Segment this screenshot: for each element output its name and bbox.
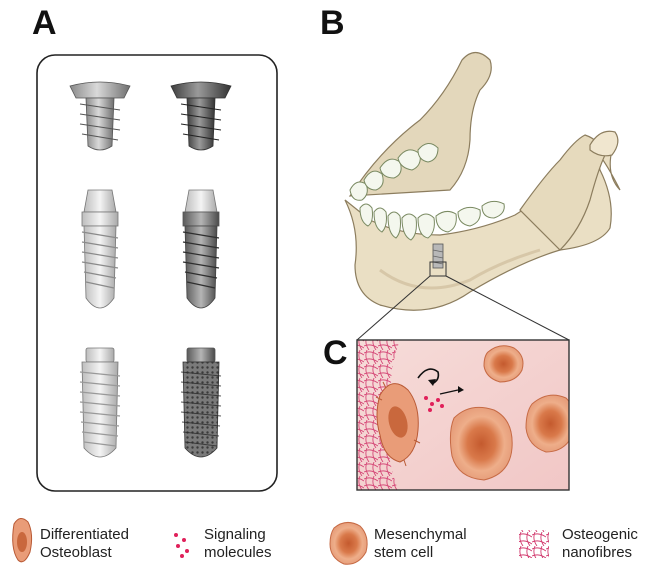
threaded-implant-smooth (80, 348, 120, 457)
dental-implant-rough (183, 190, 219, 308)
stem-cell-large (450, 407, 512, 480)
dental-implant-smooth (82, 190, 118, 308)
stem-cell-top (484, 346, 523, 382)
nanofibres-icon (519, 530, 549, 558)
stem-cell-icon (330, 522, 367, 564)
threaded-implant-porous (181, 348, 221, 457)
zoom-line-right (446, 276, 569, 340)
mandible-illustration (345, 53, 620, 311)
panel-c-inset (357, 340, 575, 490)
signaling-molecules-icon (174, 533, 189, 558)
stem-cell-right (526, 395, 575, 452)
panel-a-frame (37, 55, 277, 491)
osteoblast-icon (13, 518, 32, 561)
